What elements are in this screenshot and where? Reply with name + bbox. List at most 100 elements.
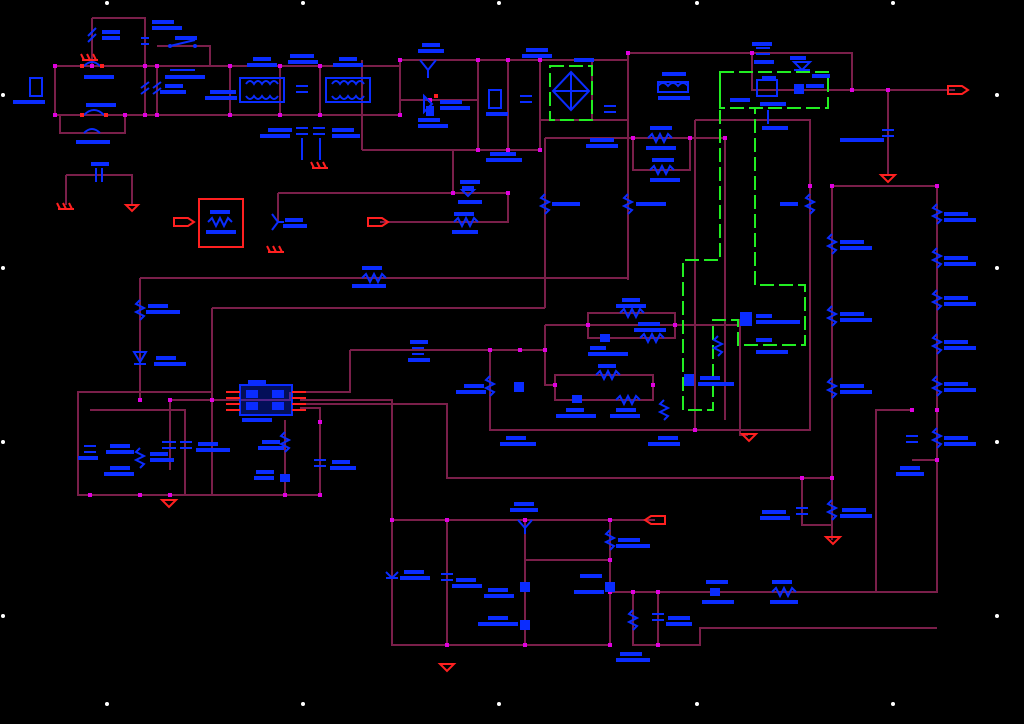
connector-icon[interactable] [486,89,508,116]
capacitor-icon[interactable] [408,340,430,362]
transistor-icon[interactable] [510,502,538,534]
fuse-icon[interactable] [76,128,110,144]
highlight-box-red[interactable] [198,198,244,248]
ground-icon[interactable] [878,174,898,184]
resistor-icon[interactable] [301,138,321,160]
bridge-rectifier-icon[interactable] [551,58,594,112]
chassis-ground-icon[interactable] [80,53,98,61]
capacitor-icon[interactable] [520,48,552,103]
resistor-icon[interactable] [352,266,387,288]
resistor-icon[interactable] [930,427,976,449]
connector-icon[interactable] [13,77,45,104]
chassis-ground-icon[interactable] [266,245,284,253]
capacitor-icon[interactable] [441,573,482,588]
capacitor-icon[interactable] [840,129,894,142]
chassis-ground-icon[interactable] [56,202,74,210]
highlight-box-regulator[interactable] [719,71,829,109]
diode-icon[interactable] [418,93,470,128]
ic-regulator-icon[interactable] [730,76,786,106]
resistor-icon[interactable] [770,580,798,604]
capacitor-icon[interactable] [260,127,360,138]
resistor-icon[interactable] [206,210,236,234]
highlight-box-bridge[interactable] [549,65,593,121]
capacitor-icon[interactable] [616,613,692,662]
capacitor-icon[interactable] [500,382,536,446]
resistor-icon[interactable] [711,335,725,357]
ground-icon[interactable] [437,663,457,673]
diode-icon[interactable] [574,574,615,594]
capacitor-icon[interactable] [78,445,98,460]
transistor-icon[interactable] [418,43,444,78]
capacitor-icon[interactable] [254,470,290,482]
capacitor-icon[interactable] [91,162,109,182]
resistor-icon[interactable] [621,193,666,215]
ground-icon[interactable] [123,204,141,213]
capacitor-icon[interactable] [314,459,356,470]
ground-icon[interactable] [739,433,759,443]
resistor-icon[interactable] [486,152,522,162]
resistor-icon[interactable] [634,322,666,345]
transistor-icon[interactable] [684,374,734,386]
resistor-icon[interactable] [648,399,680,446]
resistor-icon[interactable] [456,375,497,397]
resistor-icon[interactable] [930,289,976,311]
capacitor-icon[interactable] [150,441,230,462]
ic-chip-icon[interactable] [226,380,306,422]
resistor-icon[interactable] [538,193,580,215]
resistor-icon[interactable] [649,158,680,182]
capacitor-icon[interactable] [140,81,186,95]
port-arrow-icon[interactable] [367,217,390,227]
port-arrow-icon[interactable] [643,515,666,525]
capacitor-icon[interactable] [87,27,120,43]
capacitor-icon[interactable] [702,580,734,604]
resistor-icon[interactable] [930,203,976,225]
resistor-icon[interactable] [825,499,872,521]
diode-icon[interactable] [790,56,830,94]
resistor-icon[interactable] [104,444,147,476]
resistor-icon[interactable] [646,126,676,150]
diode-icon[interactable] [132,351,186,366]
capacitor-icon[interactable] [141,20,182,45]
diode-icon[interactable] [478,616,530,630]
resistor-icon[interactable] [452,212,479,234]
port-arrow-icon[interactable] [947,85,970,95]
resistor-icon[interactable] [616,298,646,320]
resistor-icon[interactable] [930,333,976,355]
switch-icon[interactable] [165,36,205,79]
resistor-icon[interactable] [825,305,872,327]
transformer-icon[interactable] [239,57,285,103]
transformer-icon[interactable] [325,57,371,103]
resistor-icon[interactable] [610,393,641,418]
fuse-icon[interactable] [80,61,114,79]
fuse-icon[interactable] [80,103,116,117]
resistor-icon[interactable] [825,377,872,399]
resistor-icon[interactable] [133,299,180,321]
resistor-icon[interactable] [780,193,817,215]
diode-icon[interactable] [484,582,530,598]
capacitor-icon[interactable] [586,105,618,148]
resistor-icon[interactable] [930,247,976,269]
resistor-icon[interactable] [825,233,872,255]
resistor-icon[interactable] [930,375,976,397]
resistor-icon[interactable] [258,431,292,453]
ground-icon[interactable] [159,499,179,509]
resistor-icon[interactable] [603,529,650,551]
capacitor-icon[interactable] [760,507,808,520]
resistor-icon[interactable] [626,609,640,631]
resistor-icon[interactable] [762,110,788,130]
resistor-icon[interactable] [595,364,621,382]
ground-icon[interactable] [823,536,843,546]
capacitor-icon[interactable] [288,54,318,93]
inductor-icon[interactable] [657,72,690,100]
capacitor-icon[interactable] [752,42,774,64]
diode-icon[interactable] [458,180,482,204]
transistor-icon[interactable] [271,213,307,231]
capacitor-icon[interactable] [556,395,596,418]
transistor-icon[interactable] [740,312,800,354]
resistor-icon[interactable] [205,90,237,100]
capacitor-icon[interactable] [896,435,924,476]
capacitor-icon[interactable] [385,570,430,580]
chassis-ground-icon[interactable] [310,161,328,169]
port-arrow-icon[interactable] [173,217,196,227]
capacitor-icon[interactable] [588,334,628,356]
